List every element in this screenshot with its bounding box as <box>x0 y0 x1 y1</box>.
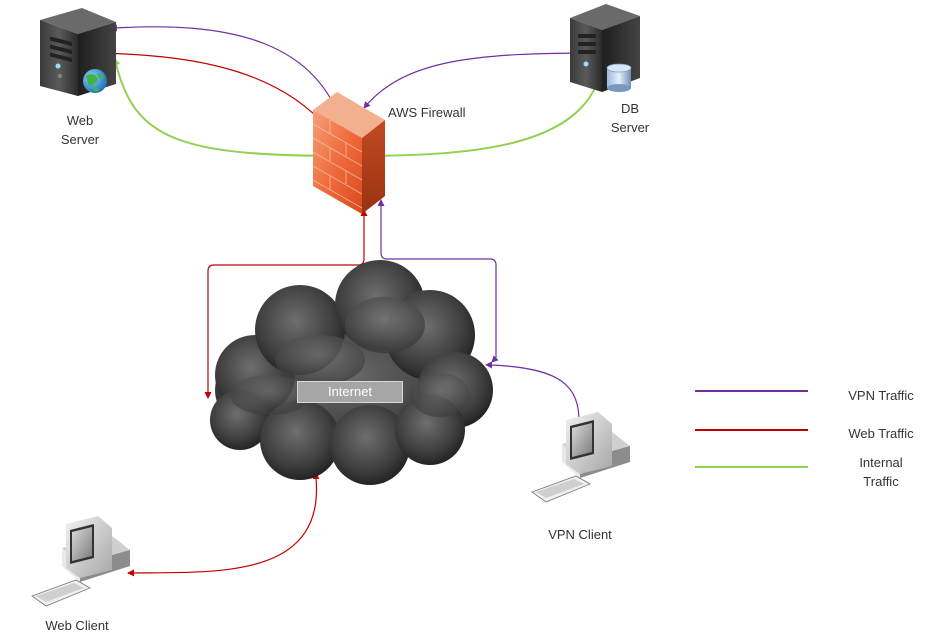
database-icon <box>606 63 632 92</box>
vpn-link-vpn-client <box>485 361 583 425</box>
web-link-web-client <box>127 472 320 577</box>
legend-swatch-web <box>695 429 808 431</box>
vpn-link-db-server <box>363 52 601 109</box>
cloud-icon <box>210 260 493 485</box>
web-client-computer-icon <box>31 516 130 607</box>
legend-label-web: Web Traffic <box>848 426 914 441</box>
db-server-label: DB Server <box>610 101 650 135</box>
firewall-icon <box>312 92 385 214</box>
vpn-client-label: VPN Client <box>548 527 612 542</box>
legend-swatch-internal <box>695 466 808 468</box>
legend-label-internal: Internal Traffic <box>859 455 903 489</box>
firewall-label: AWS Firewall <box>388 105 466 120</box>
legend-label-vpn: VPN Traffic <box>848 388 914 403</box>
vpn-client-computer-icon <box>531 412 630 503</box>
vpn-link-internet <box>377 199 499 363</box>
globe-icon <box>83 69 107 93</box>
web-server-label: Web Server <box>60 113 100 147</box>
web-link-internet <box>204 209 368 399</box>
web-client-label: Web Client <box>45 618 109 632</box>
legend-swatch-vpn <box>695 390 808 392</box>
internet-label: Internet <box>297 381 403 403</box>
